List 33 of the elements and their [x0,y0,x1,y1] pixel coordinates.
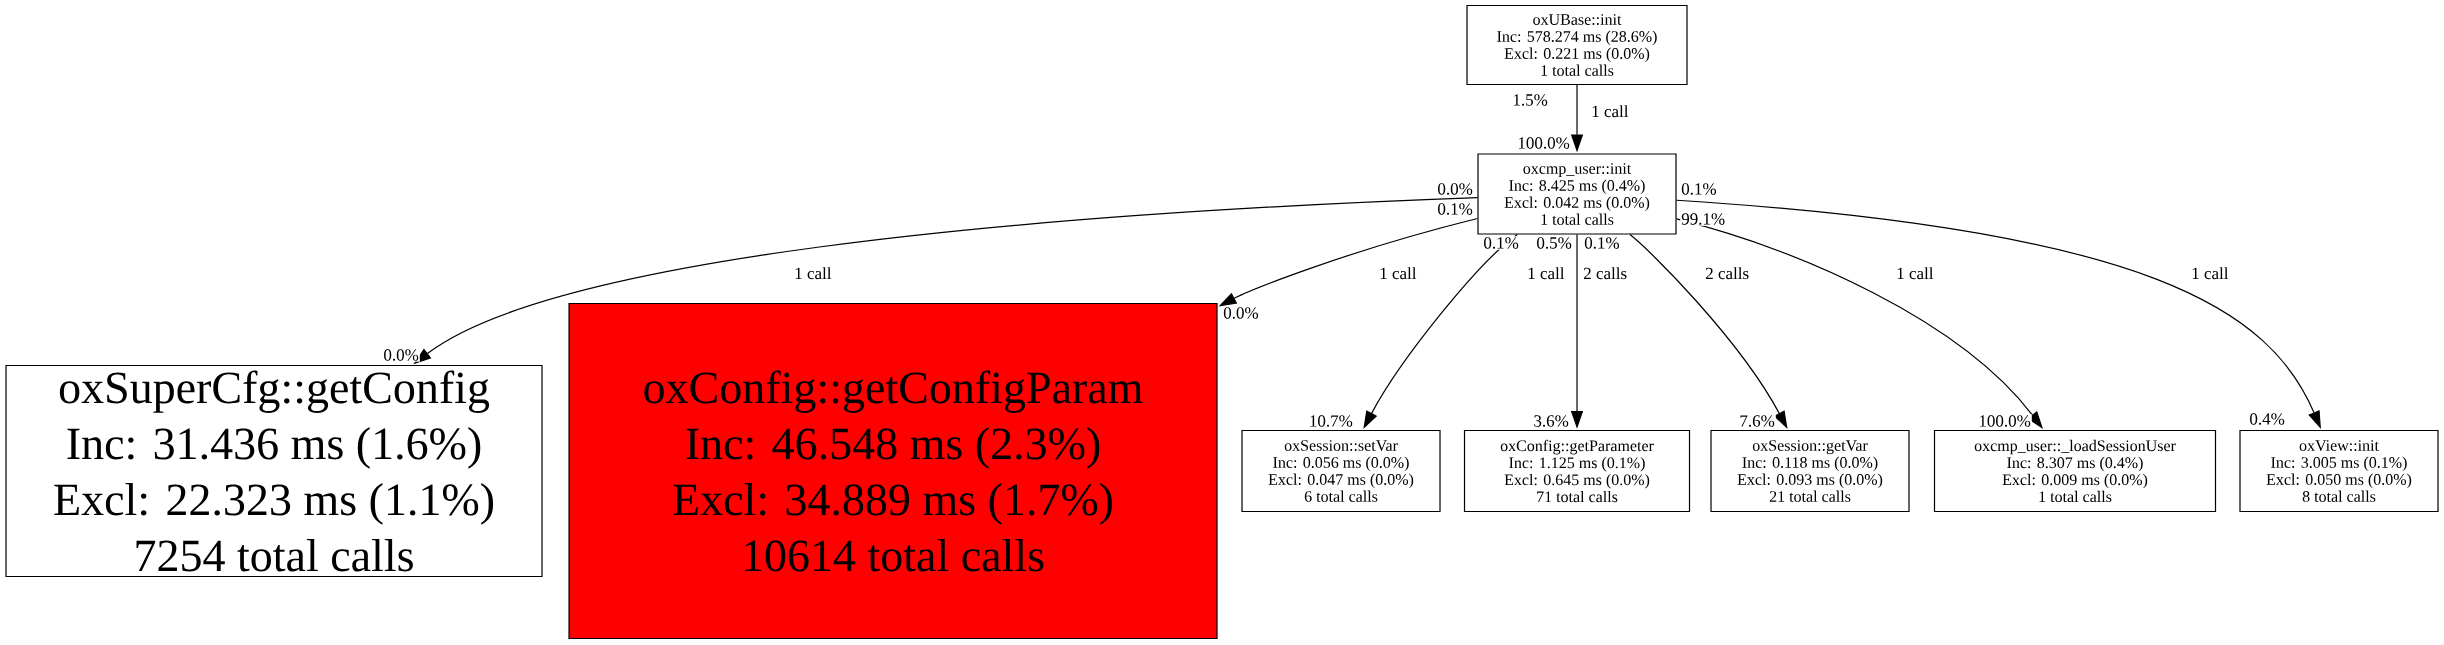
percentage-label: 0.0% [1436,182,1474,196]
percentage-label: 10.7% [1307,414,1354,428]
edge-label: 2 calls [1704,266,1751,281]
percentage-label: 100.0% [1516,136,1571,150]
function-box: oxcmp_user::_loadSessionUser Inc: 8.307 ms (0.4%) Excl: 0.009 ms (0.0%) 1 total calls [1933,429,2217,513]
percentage-label: 99.1% [1680,212,1727,226]
percentage-label: 0.0% [1222,306,1260,320]
percentage-label: 0.1% [1583,236,1621,250]
function-box: oxSuperCfg::getConfig Inc: 31.436 ms (1.6%) Excl: 22.323 ms (1.1%) 7254 total calls [5,364,543,578]
function-box: oxConfig::getConfigParam Inc: 46.548 ms (2.3%) Excl: 34.889 ms (1.7%) 10614 total calls [568,302,1218,640]
percentage-label: 0.5% [1535,236,1573,250]
percentage-label: 100.0% [1977,414,2032,428]
percentage-label: 0.4% [2248,412,2286,426]
percentage-label: 3.6% [1532,414,1570,428]
percentage-label: 0.1% [1482,236,1520,250]
edge-label: 2 calls [1582,266,1629,281]
edge-label: 1 call [1590,104,1630,119]
function-box: oxSession::getVar Inc: 0.118 ms (0.0%) Excl: 0.093 ms (0.0%) 21 total calls [1710,429,1910,513]
function-box: oxView::init Inc: 3.005 ms (0.1%) Excl: 0.050 ms (0.0%) 8 total calls [2239,429,2439,513]
function-box: oxUBase::init Inc: 578.274 ms (28.6%) Excl: 0.221 ms (0.0%) 1 total calls [1466,4,1688,86]
percentage-label: 1.5% [1511,93,1549,107]
edge-label: 1 call [1526,266,1566,281]
edge-label: 1 call [793,266,833,281]
percentage-label: 0.1% [1436,202,1474,216]
percentage-label: 0.1% [1680,182,1718,196]
function-box: oxConfig::getParameter Inc: 1.125 ms (0.1%) Excl: 0.645 ms (0.0%) 71 total calls [1463,429,1691,513]
percentage-label: 7.6% [1738,414,1776,428]
edge-label: 1 call [1895,266,1935,281]
percentage-label: 0.0% [382,348,420,362]
edge-label: 1 call [1378,266,1418,281]
function-box: oxSession::setVar Inc: 0.056 ms (0.0%) Excl: 0.047 ms (0.0%) 6 total calls [1241,429,1441,513]
function-box: oxcmp_user::init Inc: 8.425 ms (0.4%) Excl: 0.042 ms (0.0%) 1 total calls [1477,153,1677,235]
edge-label: 1 call [2190,266,2230,281]
